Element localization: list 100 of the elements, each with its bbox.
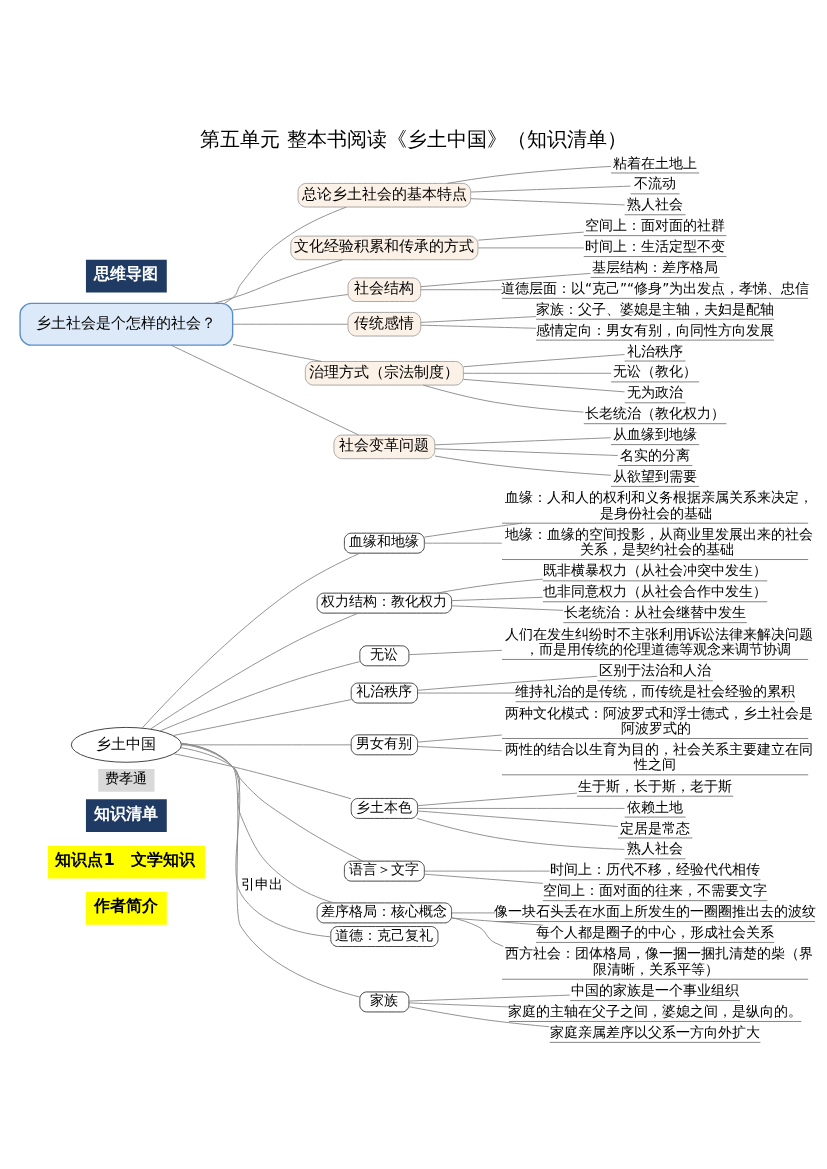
- connector: [463, 354, 626, 368]
- connector: [420, 289, 503, 291]
- node-text: 每个人都是圈子的中心，形成社会关系: [536, 923, 775, 940]
- node-text: 粘着在土地上: [613, 154, 698, 171]
- node-box: 社会变革问题: [333, 434, 436, 460]
- node-text: 基层结构：差序格局: [592, 258, 719, 275]
- node-text: 两性的结合以生育为目的，社会关系主要建立在同性之间: [504, 740, 813, 773]
- connector: [434, 437, 612, 446]
- connector: [150, 612, 359, 730]
- node-text: 熟人社会: [627, 196, 684, 213]
- connector: [173, 753, 352, 800]
- node-text: 地缘：血缘的空间投影，从商业里发展出来的社会关系，是契约社会的基础: [504, 525, 813, 558]
- connector: [436, 578, 544, 594]
- node-text: 不流动: [634, 175, 677, 192]
- node-box: 家族: [359, 991, 410, 1013]
- node-text: 无讼（教化）: [613, 363, 698, 380]
- connector: [420, 272, 591, 288]
- connector: [446, 165, 612, 184]
- node-text: 血缘：人和人的权利和义务根据亲属关系来决定，是身份社会的基础: [504, 489, 813, 521]
- connector: [408, 1002, 510, 1008]
- node-text: 区别于法治和人治: [599, 662, 712, 679]
- connector: [181, 742, 361, 998]
- connector: [470, 185, 631, 193]
- connector: [423, 870, 551, 872]
- connector: [408, 994, 571, 1002]
- connector: [423, 522, 523, 538]
- connector: [477, 231, 585, 241]
- node-text: 时间上：历代不移，经验代代相传: [550, 861, 761, 878]
- connector: [180, 742, 332, 938]
- node-text: 两种文化模式：阿波罗式和浮士德式，乡土社会是阿波罗式的: [504, 704, 813, 737]
- node-box: 无讼: [359, 645, 410, 667]
- connector: [417, 808, 625, 809]
- connector: [141, 552, 361, 729]
- connector: [434, 448, 619, 456]
- connector: [417, 746, 503, 752]
- node-box: 礼治秩序: [350, 682, 418, 704]
- connector: [451, 912, 496, 914]
- node-text: 空间上：面对面的社群: [585, 217, 726, 234]
- node-text: 家庭亲属差序以父系一方向外扩大: [550, 1023, 761, 1040]
- connector: [420, 324, 537, 329]
- node-label: 费孝通: [105, 770, 148, 787]
- connector: [232, 294, 349, 311]
- node-box: 语言＞文字: [343, 860, 425, 882]
- label: 知识清单: [93, 803, 158, 823]
- connector: [470, 198, 626, 206]
- node-text: 礼治秩序: [627, 342, 684, 359]
- connector: [408, 1006, 550, 1028]
- connector: [420, 316, 537, 323]
- connector: [451, 917, 504, 947]
- node-text: 空间上：面对面的往来，不需要文字: [543, 882, 768, 899]
- edge-label: 引申出: [240, 876, 283, 893]
- connector: [417, 792, 578, 807]
- node-box: 乡土本色: [350, 798, 418, 819]
- node-box: 血缘和地缘: [343, 532, 425, 554]
- node-text: 从血缘到地缘: [613, 426, 698, 443]
- node-text: 从欲望到需要: [613, 467, 698, 484]
- node-box: 权力结构：教化权力: [316, 592, 453, 614]
- connector: [408, 649, 503, 656]
- node-text: 也非同意权力（从社会合作中发生）: [543, 583, 768, 600]
- node-box: 文化经验积累和传承的方式: [290, 235, 479, 261]
- node-text: 依赖土地: [627, 798, 684, 815]
- connector: [417, 810, 619, 827]
- node-text: 感情定向：男女有别，向同性方向发展: [536, 321, 775, 338]
- node-text: 名实的分离: [620, 447, 691, 464]
- connector: [172, 699, 352, 736]
- connector: [462, 378, 626, 393]
- connector: [422, 384, 584, 413]
- connector: [224, 206, 347, 304]
- node-text: 家族：父子、婆媳是主轴，夫妇是配轴: [536, 300, 775, 317]
- node-text: 长老统治：从社会继替中发生: [564, 604, 747, 621]
- node-box: 差序格局：核心概念: [316, 902, 453, 924]
- connector: [159, 661, 361, 732]
- node-box: 社会结构: [347, 277, 422, 302]
- connector: [416, 818, 625, 850]
- node-ellipse: 乡土中国: [70, 726, 182, 763]
- node-text: 维持礼治的是传统，而传统是社会经验的累积: [515, 683, 796, 700]
- node-text: 中国的家族是一个事业组织: [571, 982, 740, 999]
- node-box: 道德：克己复礼: [330, 926, 439, 947]
- connector: [451, 917, 544, 926]
- node-text: 熟人社会: [627, 840, 684, 857]
- connector: [180, 747, 364, 862]
- node-text: 生于斯，长于斯，老于斯: [578, 777, 733, 794]
- connector: [477, 247, 585, 249]
- node-text: 既非横暴权力（从社会冲突中发生）: [543, 562, 768, 579]
- connector: [232, 323, 349, 325]
- node-text: 长老统治（教化权力）: [585, 405, 726, 422]
- connector: [170, 344, 359, 436]
- connector: [462, 372, 612, 374]
- node-text: 家庭的主轴在父子之间，婆媳之间，是纵向的。: [508, 1003, 803, 1020]
- node-box: 治理方式（宗法制度）: [304, 361, 464, 386]
- connector: [434, 455, 612, 476]
- node-box: 总论乡土社会的基本特点: [297, 182, 472, 208]
- label: 知识点1 文学知识: [55, 850, 195, 870]
- label: 作者简介: [93, 896, 158, 916]
- connector: [423, 873, 544, 884]
- node-text: 西方社会：团体格局，像一捆一捆扎清楚的柴（界限清晰，关系平等）: [504, 945, 813, 977]
- node-box: 乡土社会是个怎样的社会？: [19, 302, 234, 346]
- node-box: 传统感情: [347, 311, 422, 337]
- connector: [423, 542, 503, 544]
- node-text: 像一块石头丢在水面上所发生的一圈圈推出去的波纹: [494, 903, 817, 920]
